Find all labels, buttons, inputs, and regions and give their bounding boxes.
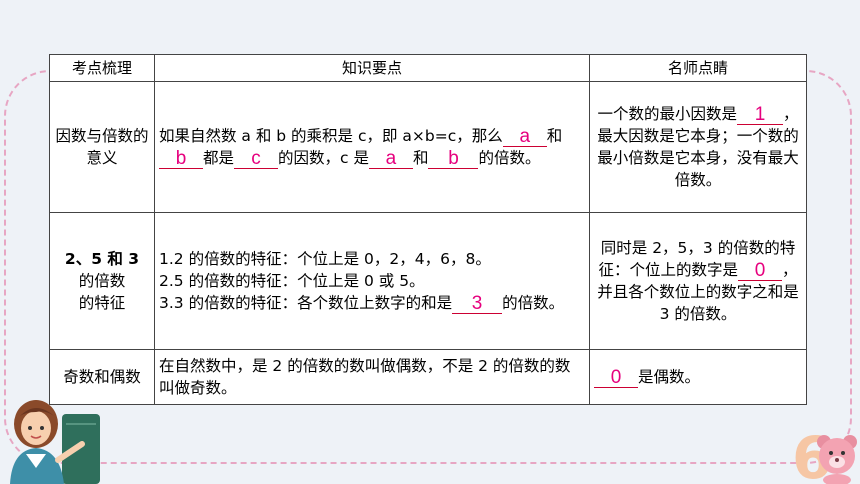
row2-topic-l1: 2、5 和 3 [64,250,140,268]
answer-blank: b [428,149,479,169]
row2-k-t4: 的倍数。 [502,294,565,312]
row2-tip-t1: 同时是 2，5，3 的倍数的特征：个位上的数字是 [598,239,796,279]
row1-k-t1: 如果自然数 a 和 b 的乘积是 c，即 a×b=c，那么 [159,127,503,145]
table-header-row: 考点梳理 知识要点 名师点睛 [49,54,807,82]
header-topic: 考点梳理 [49,54,155,82]
row2-topic: 2、5 和 3 的倍数的特征 [49,212,155,350]
header-knowledge: 知识要点 [154,54,590,82]
row1-tip-t1: 一个数的最小因数是 [597,105,737,123]
row1-k-t6: 的倍数。 [478,149,541,167]
row1-k-t2: 和 [546,127,563,145]
row3-knowledge: 在自然数中，是 2 的倍数的数叫做偶数，不是 2 的倍数的数叫做奇数。 [154,349,590,405]
row1-k-t3: 都是 [203,149,235,167]
answer-blank: 0 [594,368,638,388]
row1-k-t5: 和 [412,149,429,167]
row2-k-l2: 2.5 的倍数的特征：个位上是 0 或 5。 [159,272,425,290]
row1-topic: 因数与倍数的意义 [49,81,155,213]
table-row: 奇数和偶数 在自然数中，是 2 的倍数的数叫做偶数，不是 2 的倍数的数叫做奇数… [49,349,807,405]
row1-k-t4: 的因数，c 是 [278,149,369,167]
answer-blank: c [234,149,279,169]
row2-topic-l2: 的倍数 [78,272,126,290]
row2-topic-l3: 的特征 [78,294,126,312]
knowledge-table: 考点梳理 知识要点 名师点睛 因数与倍数的意义 如果自然数 a 和 b 的乘积是… [49,54,807,405]
row3-tip-t1: 是偶数。 [638,368,701,386]
row3-topic: 奇数和偶数 [49,349,155,405]
answer-blank: b [159,149,203,169]
table-row: 2、5 和 3 的倍数的特征 1.2 的倍数的特征：个位上是 0，2，4，6，8。… [49,212,807,350]
row2-tip-t2: ，并且各个数位上的数字之和是 3 的倍数。 [597,261,799,323]
row1-tip-t2: ，最大因数是它本身；一个数的最小倍数是它本身，没有最大倍数。 [597,105,799,189]
row3-topic-text: 奇数和偶数 [63,368,141,386]
answer-blank: 3 [452,294,503,314]
bear-decoration-icon: 6 [792,424,857,484]
answer-blank: 1 [737,105,783,125]
answer-blank: a [368,149,413,169]
header-tip: 名师点睛 [589,54,807,82]
row1-topic-text: 因数与倍数的意义 [55,127,149,167]
answer-blank: a [502,127,547,147]
answer-blank: 0 [738,261,782,281]
row2-k-l3: 3.3 的倍数的特征：各个数位上数字的和是 [159,294,453,312]
teacher-illustration-icon [10,400,100,484]
row2-k-l1: 1.2 的倍数的特征：个位上是 0，2，4，6，8。 [159,250,491,268]
row2-knowledge: 1.2 的倍数的特征：个位上是 0，2，4，6，8。 2.5 的倍数的特征：个位上… [154,212,590,350]
